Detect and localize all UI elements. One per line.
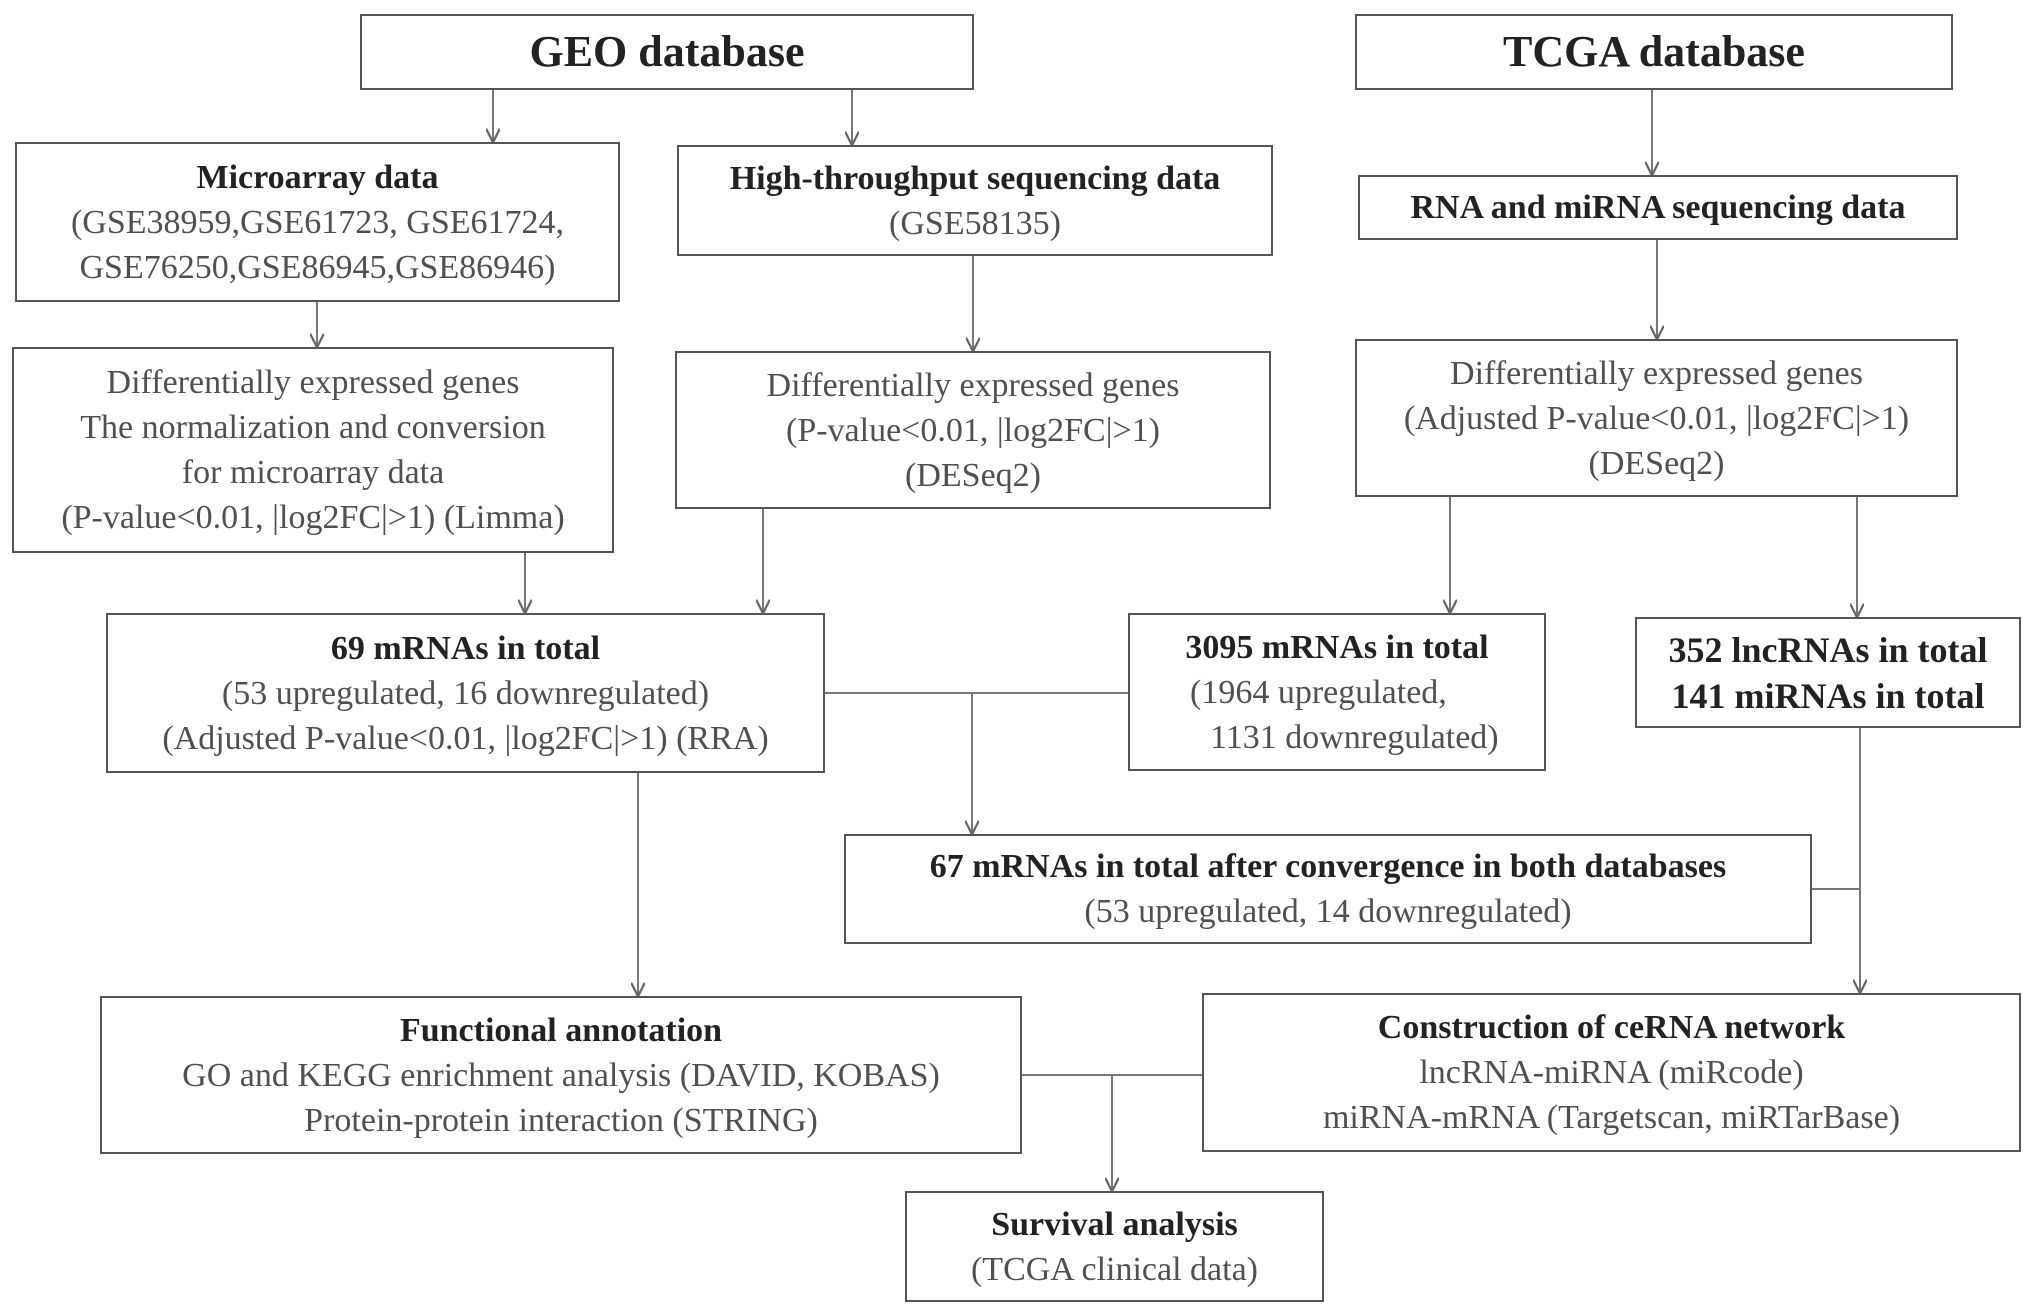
deg-tcga-line2: (Adjusted P-value<0.01, |log2FC|>1): [1403, 399, 1910, 437]
geo-total-title: 69 mRNAs in total: [330, 629, 601, 667]
deg-tcga-box: Differentially expressed genes (Adjusted…: [1355, 339, 1958, 497]
tcga-database-title: TCGA database: [1503, 27, 1805, 76]
high-throughput-dataset: (GSE58135): [889, 204, 1061, 242]
cerna-network-line3: miRNA-mRNA (Targetscan, miRTarBase): [1322, 1099, 1901, 1136]
tcga-database-box: TCGA database: [1355, 14, 1953, 90]
deg-tcga-line3: (DESeq2): [1588, 444, 1725, 482]
functional-annotation-line3: Protein-protein interaction (STRING): [304, 1101, 818, 1139]
deg-microarray-box: Differentially expressed genes The norma…: [12, 347, 614, 553]
functional-annotation-line2: GO and KEGG enrichment analysis (DAVID, …: [182, 1056, 940, 1094]
deg-microarray-line3: for microarray data: [181, 454, 445, 491]
microarray-title: Microarray data: [196, 158, 439, 196]
rna-mirna-box: RNA and miRNA sequencing data: [1358, 175, 1958, 240]
convergence-title: 67 mRNAs in total after convergence in b…: [929, 848, 1727, 885]
tcga-lncrna-total: 352 lncRNAs in total: [1668, 629, 1988, 670]
cerna-network-title: Construction of ceRNA network: [1377, 1009, 1846, 1046]
functional-annotation-box: Functional annotation GO and KEGG enrich…: [100, 996, 1022, 1154]
functional-annotation-title: Functional annotation: [399, 1011, 723, 1049]
deg-tcga-line1: Differentially expressed genes: [1450, 354, 1863, 392]
microarray-datasets-line1: (GSE38959,GSE61723, GSE61724,: [70, 203, 565, 241]
rna-mirna-title: RNA and miRNA sequencing data: [1410, 189, 1906, 226]
convergence-box: 67 mRNAs in total after convergence in b…: [844, 834, 1812, 944]
survival-analysis-box: Survival analysis (TCGA clinical data): [905, 1191, 1324, 1302]
deg-microarray-line1: Differentially expressed genes: [106, 364, 520, 401]
geo-database-title: GEO database: [529, 27, 805, 76]
cerna-network-box: Construction of ceRNA network lncRNA-miR…: [1202, 993, 2021, 1152]
tcga-mrna-total-line3: 1131 downregulated): [1210, 718, 1499, 756]
tcga-lnc-mi-total-box: 352 lncRNAs in total 141 miRNAs in total: [1635, 617, 2021, 728]
tcga-mirna-total: 141 miRNAs in total: [1671, 675, 1985, 716]
survival-analysis-title: Survival analysis: [991, 1205, 1238, 1243]
deg-microarray-line2: The normalization and conversion: [80, 409, 546, 446]
deg-geo-seq-line3: (DESeq2): [905, 456, 1041, 494]
high-throughput-box: High-throughput sequencing data (GSE5813…: [677, 145, 1273, 256]
microarray-datasets-line2: GSE76250,GSE86945,GSE86946): [79, 248, 556, 286]
high-throughput-title: High-throughput sequencing data: [729, 159, 1221, 197]
geo-total-line3: (Adjusted P-value<0.01, |log2FC|>1) (RRA…: [162, 719, 769, 757]
cerna-network-line2: lncRNA-miRNA (miRcode): [1419, 1054, 1804, 1091]
deg-geo-seq-box: Differentially expressed genes (P-value<…: [675, 351, 1271, 509]
tcga-mrna-total-title: 3095 mRNAs in total: [1185, 628, 1489, 666]
convergence-line2: (53 upregulated, 14 downregulated): [1084, 893, 1572, 930]
geo-total-box: 69 mRNAs in total (53 upregulated, 16 do…: [106, 613, 825, 773]
survival-analysis-line2: (TCGA clinical data): [970, 1250, 1258, 1288]
microarray-data-box: Microarray data (GSE38959,GSE61723, GSE6…: [15, 142, 620, 302]
tcga-mrna-total-box: 3095 mRNAs in total (1964 upregulated, 1…: [1128, 613, 1546, 771]
tcga-mrna-total-line2: (1964 upregulated,: [1190, 673, 1447, 711]
deg-geo-seq-line1: Differentially expressed genes: [766, 366, 1180, 404]
geo-database-box: GEO database: [360, 14, 974, 90]
deg-microarray-line4: (P-value<0.01, |log2FC|>1) (Limma): [61, 499, 565, 536]
deg-geo-seq-line2: (P-value<0.01, |log2FC|>1): [786, 411, 1160, 449]
geo-total-line2: (53 upregulated, 16 downregulated): [221, 674, 710, 712]
